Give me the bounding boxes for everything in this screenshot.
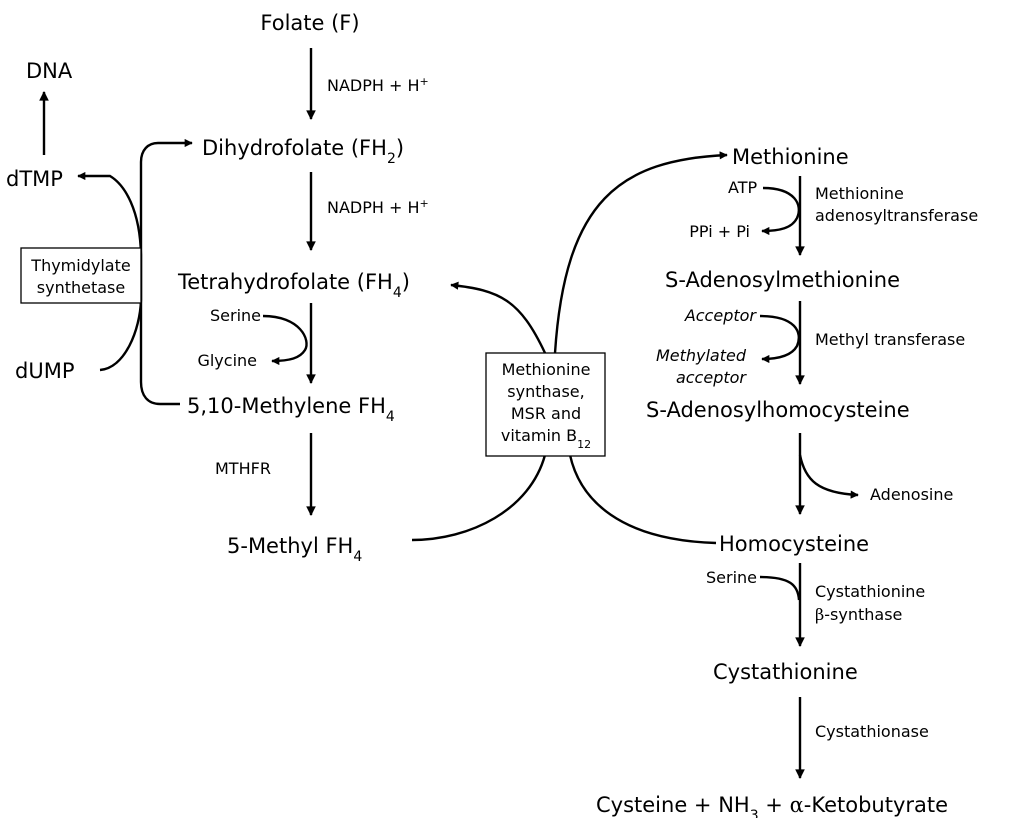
methylated-label-1: Methylated	[656, 346, 747, 365]
tetrahydrofolate-node: Tetrahydrofolate (FH4)	[177, 270, 410, 301]
sah-node: S-Adenosylhomocysteine	[646, 398, 910, 422]
serine-join-curve	[759, 575, 801, 601]
ppi-label: PPi + Pi	[689, 222, 750, 241]
adenosine-label: Adenosine	[870, 485, 953, 504]
folate-node: Folate (F)	[260, 11, 359, 35]
ms-label-3: MSR and	[511, 404, 581, 423]
mthfr-label: MTHFR	[215, 459, 271, 478]
glycine-label: Glycine	[197, 351, 257, 370]
methionine-synthase-box	[485, 352, 606, 457]
ms-label-1: Methionine	[502, 360, 591, 379]
thymidylate-synthetase-box	[20, 247, 142, 304]
mat-label-2: adenosyltransferase	[815, 206, 978, 225]
dihydrofolate-node: Dihydrofolate (FH2)	[202, 136, 404, 167]
sam-node: S-Adenosylmethionine	[665, 268, 900, 292]
ts-label-2: synthetase	[37, 278, 125, 297]
cystathionase-label: Cystathionase	[815, 722, 929, 741]
atp-label: ATP	[728, 178, 757, 197]
ms-to-methionine-arc	[553, 151, 728, 354]
mat-label-1: Methionine	[815, 184, 904, 203]
ms-label-4: vitamin B12	[501, 426, 591, 451]
acceptor-label: Acceptor	[684, 306, 758, 325]
ts-label-1: Thymidylate	[30, 256, 130, 275]
serine-right-label: Serine	[706, 568, 757, 587]
methyl-transferase-label: Methyl transferase	[815, 330, 965, 349]
ms-to-thf-arc	[450, 281, 547, 354]
products-node: Cysteine + NH3 + α-Ketobutyrate	[596, 793, 948, 818]
ms-label-2: synthase,	[507, 382, 584, 401]
cystathionine-node: Cystathionine	[713, 660, 858, 684]
serine-glycine-arc	[262, 314, 308, 366]
dtmp-node: dTMP	[6, 167, 63, 191]
dna-node: DNA	[26, 59, 73, 83]
cbs-label-2: β-synthase	[815, 605, 902, 624]
dump-node: dUMP	[15, 359, 74, 383]
methylene-thf-node: 5,10-Methylene FH4	[187, 394, 395, 425]
homocysteine-node: Homocysteine	[719, 532, 869, 556]
methylated-label-2: acceptor	[676, 368, 747, 387]
acceptor-arc	[759, 314, 800, 364]
methionine-node: Methionine	[732, 145, 849, 169]
adenosine-arc	[798, 454, 859, 499]
nadph-label-2: NADPH + H+	[327, 197, 429, 218]
atp-ppi-arc	[761, 186, 801, 236]
cbs-label-1: Cystathionine	[815, 582, 925, 601]
methyl-thf-to-ms-curve	[411, 454, 547, 542]
methyl-thf-node: 5-Methyl FH4	[227, 534, 362, 565]
serine-left-label: Serine	[210, 306, 261, 325]
homocysteine-to-ms-curve	[568, 454, 717, 545]
nadph-label-1: NADPH + H+	[327, 75, 429, 96]
